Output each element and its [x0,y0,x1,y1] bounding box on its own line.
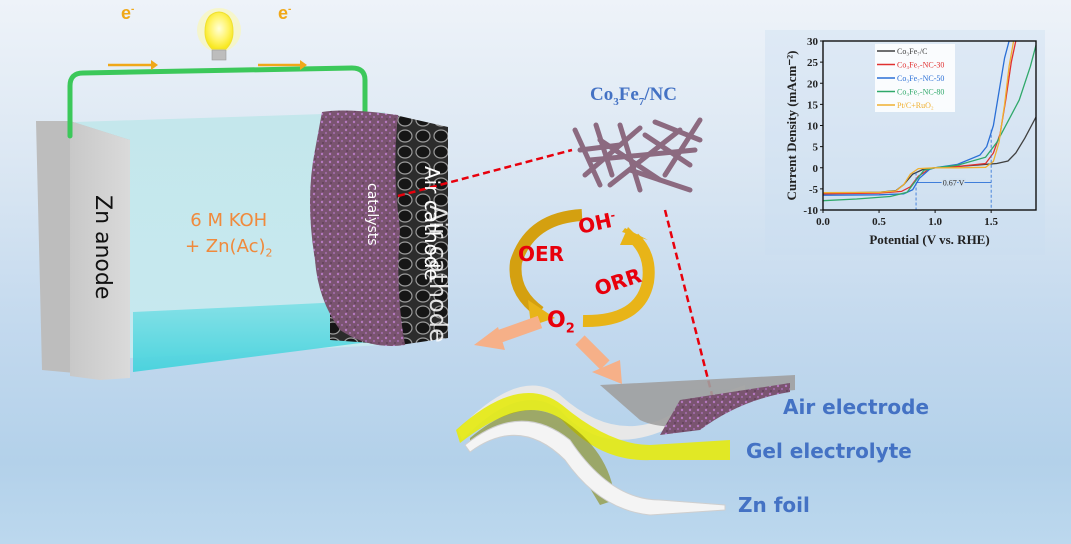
catalyst-layer [310,110,405,346]
ghost-cathode-label: Air cathode [424,205,452,343]
zn-foil-label: Zn foil [738,493,810,517]
electron-label-left: e- [121,3,135,23]
legend-label-0: Co₃Fe₇/C [897,47,927,56]
electron-label-right: e- [278,3,292,23]
electron-arrow-left-icon [108,60,158,70]
y-tick-label-7: 25 [807,57,819,69]
y-tick-label-2: 0 [813,163,819,175]
zn-anode-label: Zn anode [90,195,115,300]
y-tick-label-8: 30 [807,36,819,48]
x-tick-label-1: 0.5 [872,216,886,228]
zoom-line-upper [397,148,573,198]
electrolyte-tank [75,112,385,358]
o2-label: O2 [547,308,575,337]
y-tick-label-3: 5 [813,142,819,154]
external-wire [67,65,368,139]
gel-electrolyte-label: Gel electrolyte [746,439,912,463]
y-tick-label-6: 20 [807,78,819,90]
x-tick-label-2: 1.0 [928,216,942,228]
o2-arrow-right-icon [575,335,622,384]
material-name: Co3Fe7/NC [590,84,678,108]
electrolyte-label: 6 M KOH + Zn(Ac)2 [185,208,272,267]
y-tick-label-5: 15 [807,99,819,111]
electrolyte-line1: 6 M KOH [190,210,268,231]
y-tick-label-0: -10 [803,205,818,217]
flexible-battery [456,375,795,516]
orr-arrowhead-icon [620,227,646,245]
legend-label-4: Pt/C+RuO₂ [897,101,934,110]
series-line-4 [822,40,1015,194]
x-tick-label-0: 0.0 [816,216,830,228]
x-axis-label: Potential (V vs. RHE) [869,232,989,247]
x-tick-label-3: 1.5 [984,216,998,228]
electrolyte-line2: + Zn(Ac)2 [185,236,273,260]
air-electrode-label: Air electrode [783,395,930,419]
air-cathode-label: Air cathode [420,166,444,281]
electron-arrow-right-icon [258,60,307,70]
co3fe7-nc-nanotubes [572,117,703,193]
y-tick-label-4: 10 [807,121,819,133]
catalysts-label: catalysts [364,183,380,246]
o2-arrow-left-icon [474,315,543,350]
legend-label-2: Co₃Fe₇-NC-50 [897,74,944,83]
oer-label: OER [518,242,565,266]
annotation-label: 0.67 V [943,179,965,188]
y-tick-label-1: -5 [809,184,819,196]
zn-anode-block [70,121,130,380]
legend-label-1: Co₃Fe₇-NC-30 [897,61,944,70]
oer-arc [509,209,583,317]
lsv-chart: 0.67 V -10 -5 0 5 10 15 20 25 30 0.0 0.5 1.0 1.5Poten… [765,30,1045,255]
y-axis-label: Current Density (mAcm⁻²) [784,51,799,201]
zoom-line-lower [663,209,714,396]
legend-label-3: Co₃Fe₇-NC-80 [897,88,944,97]
light-bulb-icon [197,8,241,61]
series-line-3 [822,45,1037,202]
orr-arc [582,233,655,328]
